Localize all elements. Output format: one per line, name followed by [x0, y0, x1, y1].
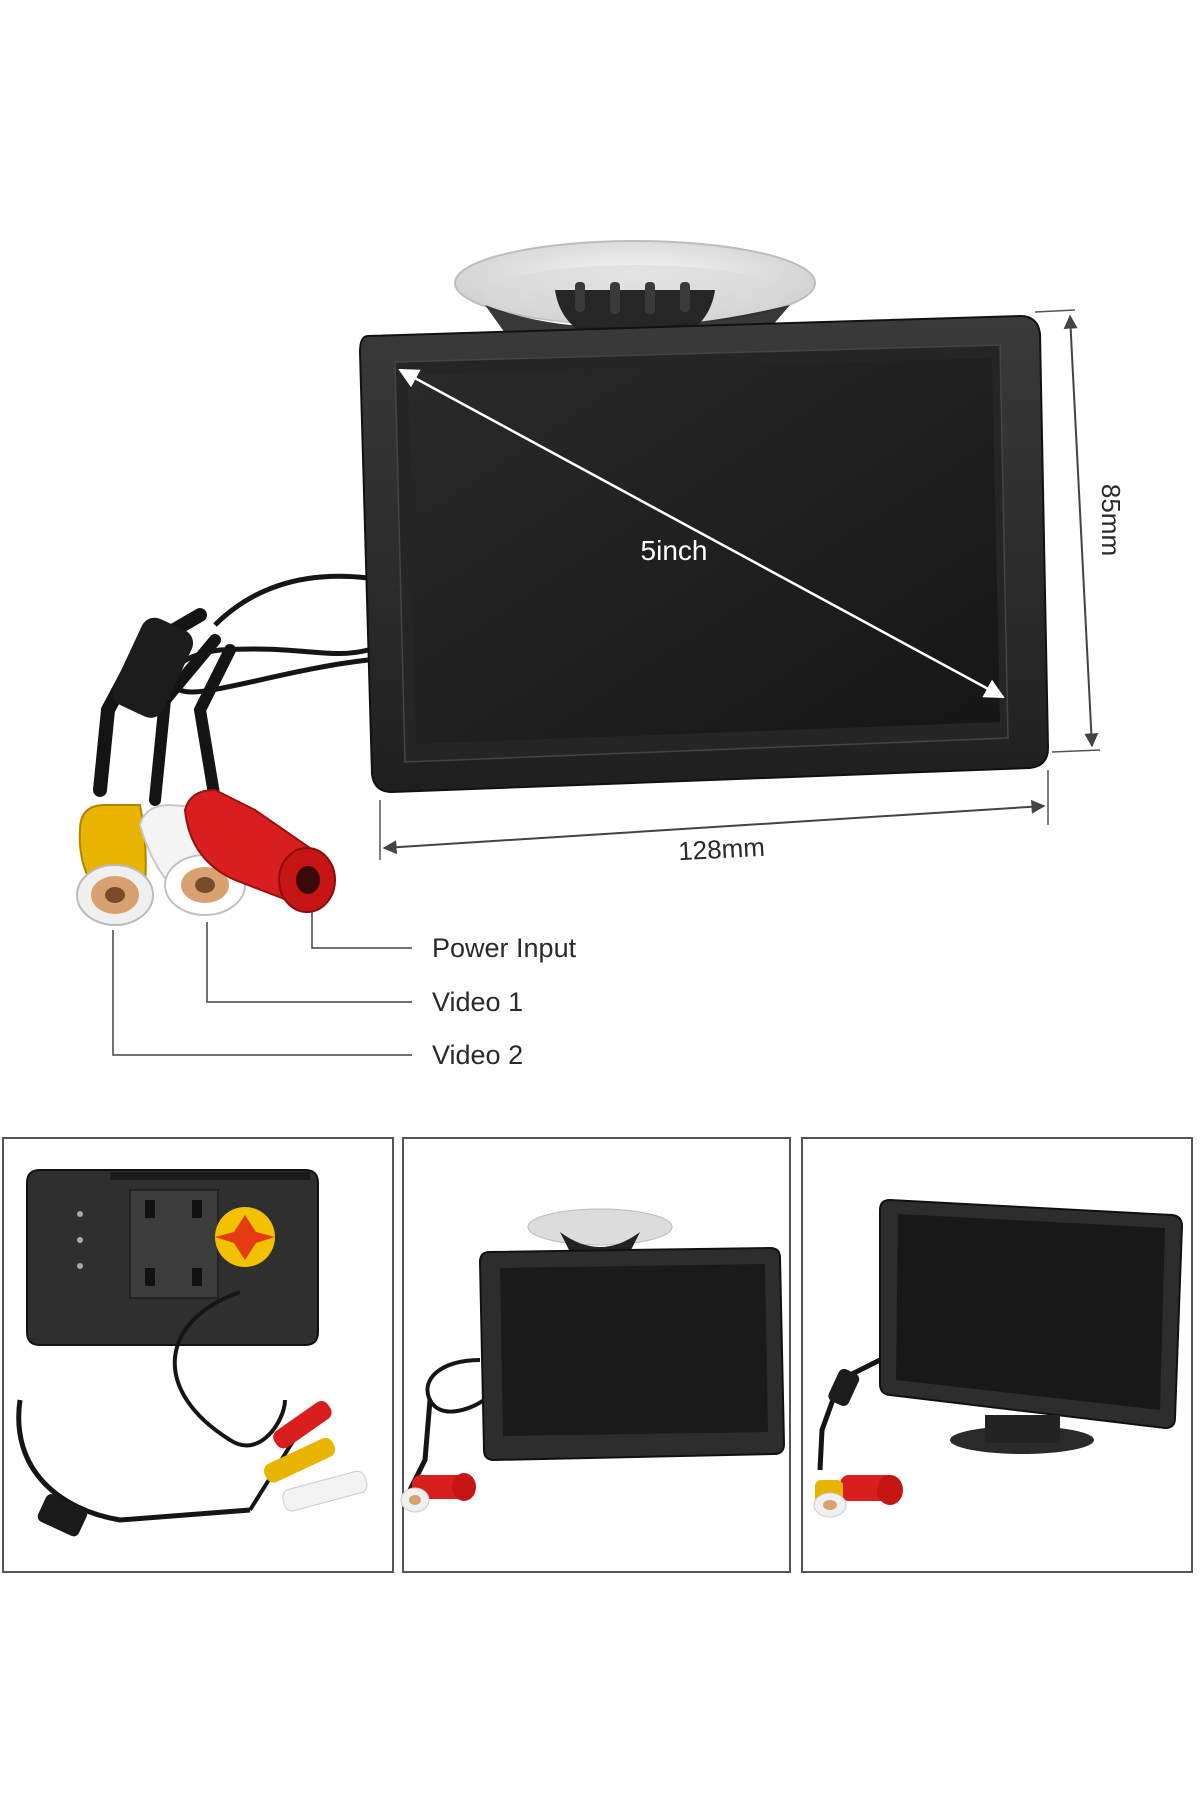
main-product-view: 5inch 128mm 85mm [76, 240, 1126, 1070]
thumbnail-angled-view[interactable] [801, 1137, 1193, 1573]
height-label: 85mm [1096, 484, 1126, 556]
warning-sticker-icon [215, 1207, 275, 1267]
monitor-body: 5inch [358, 314, 1050, 794]
thumbnail-back-view[interactable] [2, 1137, 394, 1573]
suction-cup-icon [454, 240, 816, 353]
thumbnail-front-view[interactable] [400, 1137, 791, 1573]
port-label-lines [112, 912, 412, 1056]
screen-size-label: 5inch [641, 535, 708, 566]
cable-bundle [93, 608, 236, 806]
ferrite-core [112, 617, 194, 718]
video2-label: Video 2 [432, 1040, 523, 1070]
width-label: 128mm [677, 832, 765, 866]
power-red-connector-icon [183, 788, 336, 913]
power-input-label: Power Input [432, 933, 577, 963]
width-dimension: 128mm [379, 770, 1049, 866]
height-dimension: 85mm [1034, 309, 1126, 753]
video1-label: Video 1 [432, 987, 523, 1017]
diagonal-arrow [398, 368, 1005, 699]
rca-yellow-connector-icon [76, 804, 154, 926]
